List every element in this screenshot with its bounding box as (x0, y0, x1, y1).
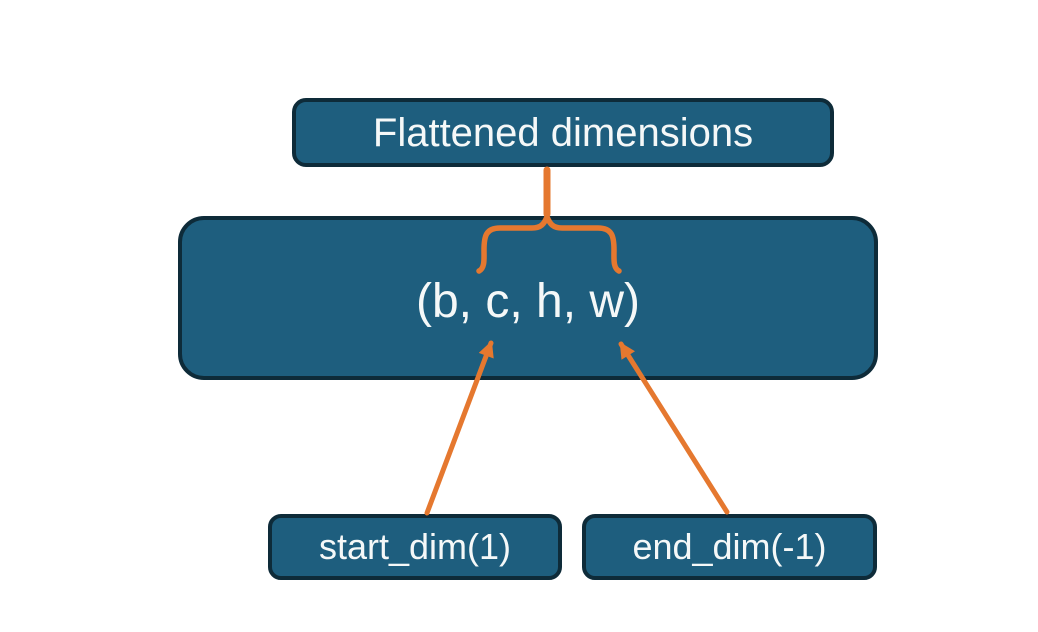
start-dim-box: start_dim(1) (268, 514, 562, 580)
end-dim-box: end_dim(-1) (582, 514, 877, 580)
tensor-shape-label: (b, c, h, w) (415, 275, 641, 328)
end-dim-label: end_dim(-1) (632, 526, 827, 567)
flattened-dimensions-box: Flattened dimensions (292, 98, 834, 167)
start-dim-label: start_dim(1) (318, 526, 512, 567)
tensor-shape-box: (b, c, h, w) (178, 216, 878, 380)
flattened-dimensions-label: Flattened dimensions (372, 110, 754, 155)
